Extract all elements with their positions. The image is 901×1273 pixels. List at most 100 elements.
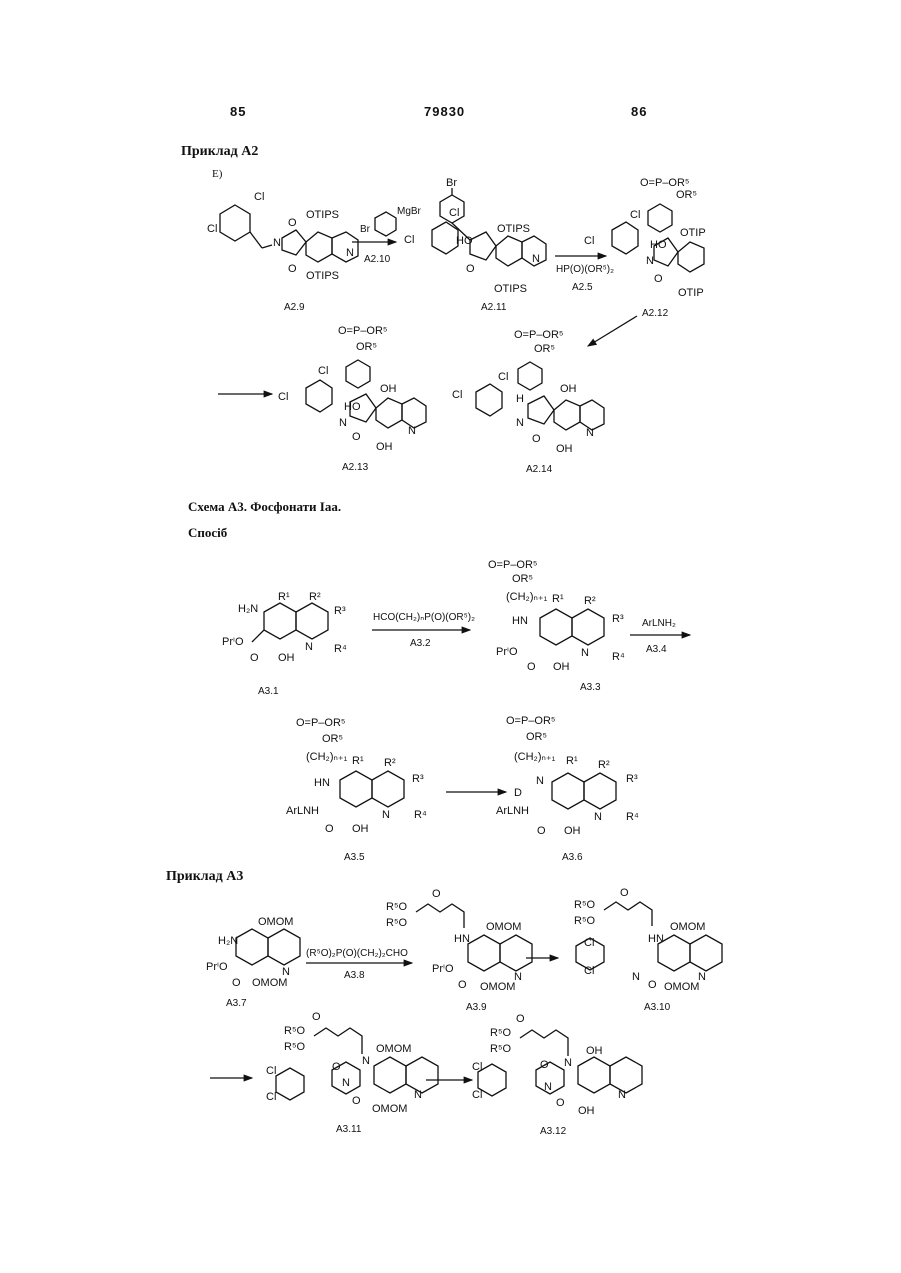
omom-label: OMOM: [252, 977, 287, 989]
oxygen-label: O: [250, 652, 259, 664]
aldehyde-reagent: HCO(CH₂)ₙP(O)(OR⁵)₂: [373, 612, 475, 623]
amine-label: HN: [454, 933, 470, 945]
oxygen-label: O: [332, 1061, 341, 1073]
r4-label: R⁴: [334, 643, 347, 655]
nitrogen-label: N: [514, 971, 522, 983]
compound-a3-12: R⁵O R⁵O O Cl Cl N N O O OH OH N A3.12: [472, 1013, 642, 1137]
nitrogen-label: N: [532, 253, 540, 265]
amine-reagent: ArLNH₂: [642, 618, 676, 629]
nitrogen-label: N: [594, 811, 602, 823]
nitrogen-label: N: [339, 417, 347, 429]
compound-a2-13: O=P–OR⁵ OR⁵ Cl Cl HO N O OH OH N A2.13: [278, 325, 426, 473]
ester-label: OR⁵: [356, 341, 377, 353]
nitrogen-label: N: [408, 425, 416, 437]
r3-label: R³: [334, 605, 346, 617]
reaction-arrow-a3-2: HCO(CH₂)ₙP(O)(OR⁵)₂ A3.2: [372, 612, 475, 649]
amine-label: HN: [648, 933, 664, 945]
r5-ester-label: R⁵O: [490, 1027, 512, 1039]
page-number-left: 85: [230, 104, 246, 119]
grignard-reagent: MgBr: [397, 206, 422, 217]
r5-ester-label: R⁵O: [386, 917, 408, 929]
otip-label: OTIP: [678, 287, 704, 299]
compound-label-a2-13: A2.13: [342, 462, 369, 473]
compound-a2-9: Cl Cl N O O OTIPS OTIPS N A2.9: [207, 191, 358, 313]
methylene-chain-label: (CH₂)ₙ₊₁: [514, 751, 556, 763]
compound-label-a3-7: A3.7: [226, 998, 247, 1009]
nitrogen-label: N: [273, 237, 281, 249]
chloro-label: Cl: [318, 365, 328, 377]
oxygen-label: O: [537, 825, 546, 837]
oxygen-label: O: [432, 888, 441, 900]
step-label: A3.4: [646, 644, 667, 655]
compound-label-a2-9: A2.9: [284, 302, 305, 313]
chloro-label: Cl: [278, 391, 288, 403]
compound-a3-3: O=P–OR⁵ OR⁵ (CH₂)ₙ₊₁ R¹ R² R³ R⁴ HN N Pr…: [488, 559, 625, 693]
scheme-example-a3: OMOM H₂N PrⁱO O OMOM N A3.7 (R⁵O)₂P(O)(C…: [0, 890, 901, 1140]
example-a3-heading: Приклад А3: [166, 869, 243, 885]
chloro-label: Cl: [266, 1065, 276, 1077]
chloro-label: Cl: [449, 207, 459, 219]
chloro-label: Cl: [630, 209, 640, 221]
r1-label: R¹: [352, 755, 364, 767]
isopropoxy-label: PrⁱO: [432, 963, 454, 975]
compound-a2-12: O=P–OR⁵ OR⁵ Cl Cl HO N O OTIP OTIP A2.12: [584, 177, 706, 319]
r5-ester-label: R⁵O: [386, 901, 408, 913]
r5-ester-label: R⁵O: [574, 899, 596, 911]
r5-ester-label: R⁵O: [490, 1043, 512, 1055]
phosphonate-label: O=P–OR⁵: [296, 717, 346, 729]
nitrogen-label: N: [698, 971, 706, 983]
r3-label: R³: [626, 773, 638, 785]
nitrogen-label: N: [342, 1077, 350, 1089]
omom-label: OMOM: [480, 981, 515, 993]
nitrogen-label: N: [382, 809, 390, 821]
chloro-label: Cl: [254, 191, 264, 203]
compound-a2-14: O=P–OR⁵ OR⁵ Cl Cl H N O OH OH N A2.14: [452, 329, 604, 475]
hydroxy-label: OH: [564, 825, 581, 837]
ester-label: OR⁵: [322, 733, 343, 745]
chloro-label: Cl: [472, 1089, 482, 1101]
phosphonate-label: O=P–OR⁵: [506, 715, 556, 727]
hydroxy-label: HO: [650, 239, 667, 251]
oxygen-label: O: [458, 979, 467, 991]
omom-label: OMOM: [664, 981, 699, 993]
nitrogen-label: N: [564, 1057, 572, 1069]
compound-a3-9: R⁵O R⁵O O HN OMOM PrⁱO O OMOM N A3.9: [386, 888, 532, 1013]
nitrogen-label: N: [305, 641, 313, 653]
otips-label: OTIPS: [497, 223, 530, 235]
bromo-label: Br: [446, 177, 457, 189]
oxygen-label: O: [232, 977, 241, 989]
compound-label-a3-1: A3.1: [258, 686, 279, 697]
oxygen-label: O: [620, 887, 629, 899]
oxygen-label: O: [312, 1011, 321, 1023]
step-label: A3.2: [410, 638, 431, 649]
oxygen-label: O: [325, 823, 334, 835]
reaction-arrow-a3-4: ArLNH₂ A3.4: [630, 618, 690, 655]
nitrogen-label: N: [516, 417, 524, 429]
compound-a3-10: R⁵O R⁵O O Cl Cl HN OMOM N O OMOM N A3.10: [574, 887, 722, 1013]
omom-label: OMOM: [372, 1103, 407, 1115]
hydroxy-label: OH: [586, 1045, 603, 1057]
otips-label: OTIPS: [494, 283, 527, 295]
compound-a3-1: H₂N R¹ R² R³ R⁴ N PrⁱO O OH A3.1: [222, 591, 347, 697]
r2-label: R²: [598, 759, 610, 771]
r2-label: R²: [384, 757, 396, 769]
hydroxy-label: OH: [553, 661, 570, 673]
hydroxy-label: HO: [344, 401, 361, 413]
r3-label: R³: [412, 773, 424, 785]
nitrogen-label: N: [346, 247, 354, 259]
omom-label: OMOM: [258, 916, 293, 928]
chloro-label: Cl: [584, 937, 594, 949]
amide-nitrogen-label: N: [632, 971, 640, 983]
otips-label: OTIPS: [306, 270, 339, 282]
oxygen-label: O: [532, 433, 541, 445]
isopropoxy-label: PrⁱO: [496, 646, 518, 658]
aldehyde-reagent: (R⁵O)₂P(O)(CH₂)₂CHO: [306, 948, 408, 959]
compound-label-a3-6: A3.6: [562, 852, 583, 863]
compound-label-a3-5: A3.5: [344, 852, 365, 863]
amide-label: ArLNH: [496, 805, 529, 817]
amide-label: ArLNH: [286, 805, 319, 817]
chloro-label: Cl: [266, 1091, 276, 1103]
compound-label-a2-14: A2.14: [526, 464, 553, 475]
hydrogen-label: H: [516, 393, 524, 405]
reaction-arrow-a2-5: HP(O)(OR⁵)₂ A2.5: [555, 256, 614, 293]
